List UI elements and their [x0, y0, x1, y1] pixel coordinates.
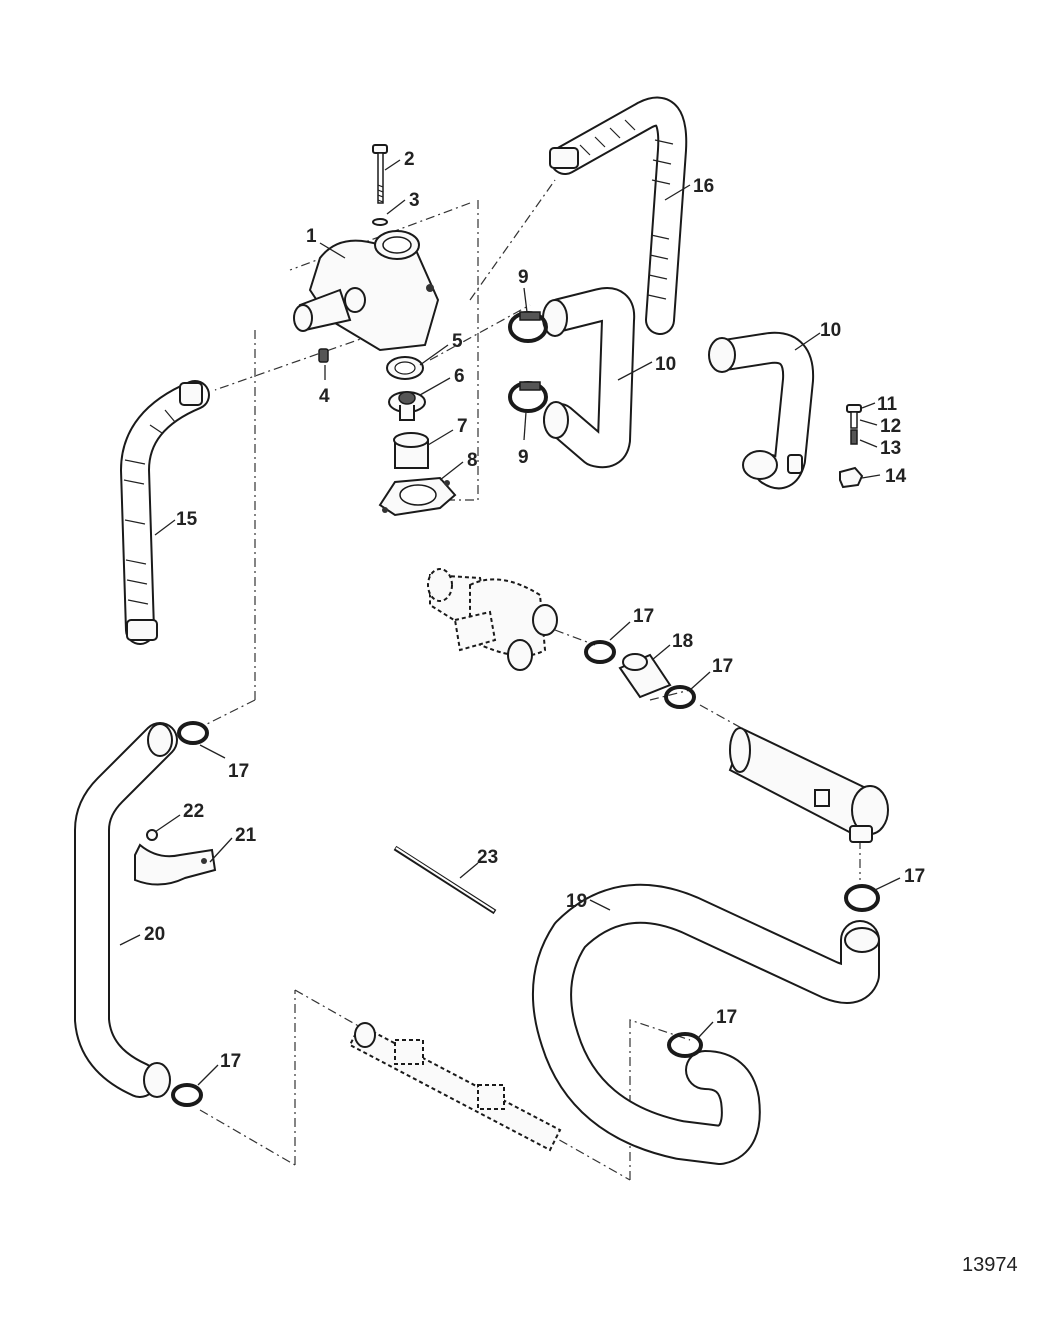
gasket-5 [386, 356, 424, 380]
callout-17-f: 17 [220, 1051, 241, 1072]
clamp-17-c [844, 884, 880, 912]
callout-5: 5 [452, 331, 463, 352]
callout-numbers: 1 2 3 4 5 6 7 8 9 9 10 10 11 12 13 14 15… [144, 149, 925, 1072]
callout-17-b: 17 [712, 656, 733, 677]
callout-15: 15 [176, 509, 198, 530]
callout-17-a: 17 [633, 606, 654, 627]
bolt-2 [372, 144, 388, 204]
cable-tie-23 [393, 845, 497, 915]
callout-2: 2 [404, 149, 415, 170]
callout-3: 3 [409, 190, 420, 211]
hose-20 [74, 722, 178, 1098]
figure-number: 13974 [962, 1254, 1018, 1276]
gasket-8 [378, 476, 457, 517]
callout-16: 16 [693, 176, 714, 197]
braided-hose-15 [120, 380, 210, 645]
hose-19 [532, 883, 880, 1165]
callout-19: 19 [566, 891, 587, 912]
callout-8: 8 [467, 450, 478, 471]
thermostat-6 [388, 391, 426, 421]
plug-4 [318, 348, 329, 363]
heat-exchanger-upper [427, 568, 558, 671]
hose-10-right [708, 331, 815, 490]
callout-20: 20 [144, 924, 165, 945]
callout-4: 4 [319, 386, 330, 407]
braided-hose-16 [549, 96, 688, 335]
callout-7: 7 [457, 416, 468, 437]
lower-pipe-assembly [348, 1022, 562, 1152]
clamp-17-f [667, 1032, 703, 1058]
callout-10-middle: 10 [655, 354, 676, 375]
callout-leader-lines [119, 159, 901, 1086]
clamp-9-lower [508, 381, 548, 413]
callout-12: 12 [880, 416, 901, 437]
callout-17-d: 17 [904, 866, 925, 887]
clamp-17-b [664, 685, 696, 709]
callout-13: 13 [880, 438, 901, 459]
callout-9-lower: 9 [518, 447, 529, 468]
thermostat-housing [293, 230, 440, 352]
callout-18: 18 [672, 631, 693, 652]
washer-3 [372, 218, 388, 226]
callout-17-c: 17 [228, 761, 249, 782]
callout-23: 23 [477, 847, 498, 868]
callout-11: 11 [877, 394, 898, 415]
coupler-18 [618, 653, 672, 699]
callout-22: 22 [183, 801, 204, 822]
screw-22 [146, 829, 158, 841]
callout-21: 21 [235, 825, 257, 846]
bracket-21 [134, 843, 217, 886]
sleeve-7 [393, 432, 429, 469]
fittings-11-14 [839, 404, 864, 489]
callout-17-e: 17 [716, 1007, 737, 1028]
clamp-17-a [584, 640, 616, 664]
callout-9-upper: 9 [518, 267, 529, 288]
clamp-17-e [171, 1083, 203, 1107]
clamp-17-d [177, 721, 209, 745]
callout-1: 1 [306, 226, 317, 247]
clamp-9-upper [508, 311, 548, 343]
callout-14: 14 [885, 466, 907, 487]
hose-10-middle [542, 287, 636, 469]
callout-10-right: 10 [820, 320, 841, 341]
callout-6: 6 [454, 366, 465, 387]
oil-cooler [728, 727, 889, 843]
